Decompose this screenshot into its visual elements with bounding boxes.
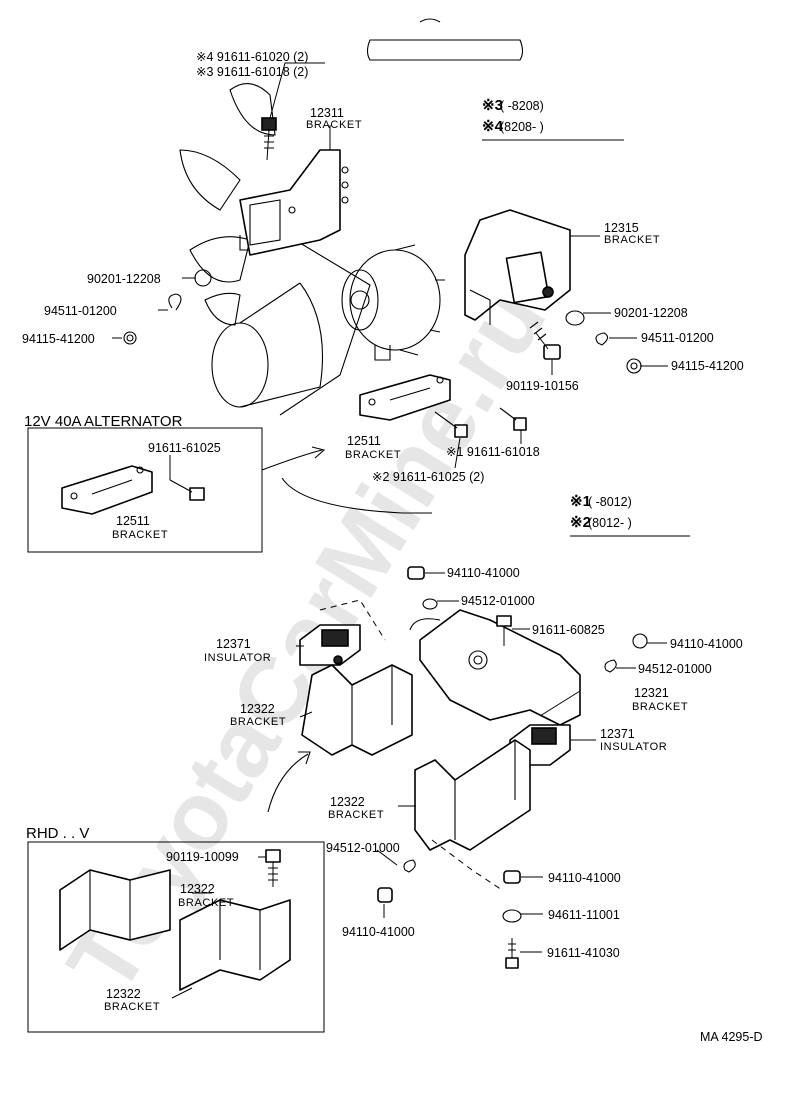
label-insulator-left-name: INSULATOR: [204, 652, 271, 664]
rhd-bracket-1-shape: [59, 869, 171, 951]
label-washer-94512-low: 94512-01000: [326, 841, 400, 855]
label-bracket-12322a-no: 12322: [240, 702, 275, 716]
label-bolt-41030: 91611-41030: [547, 946, 620, 960]
alternator-arrow: [261, 449, 323, 471]
label-nut-94110-low: 94110-41000: [342, 925, 415, 939]
label-rhd-bracket1-name: BRACKET: [178, 897, 234, 909]
dashed-link-bottom: [431, 839, 503, 891]
label-bolt-mark2: ※2 91611-61025 (2): [372, 470, 484, 484]
bracket-12511-shape: [359, 374, 451, 421]
alternator-box: [27, 427, 263, 553]
leader-lines: [112, 62, 668, 999]
label-alt-bracket-no: 12511: [116, 514, 150, 528]
label-nut-94110-bottom: 94110-41000: [548, 871, 621, 885]
label-rhd-bolt: 90119-10099: [166, 850, 239, 864]
label-washer-left: 90201-12208: [87, 272, 161, 286]
rhd-box-title: RHD . . V: [26, 825, 89, 842]
note-3-mark: ※3: [482, 97, 503, 114]
label-bracket-12315-name: BRACKET: [604, 234, 660, 246]
note-4-mark: ※4: [482, 118, 504, 135]
note-3-text: ( -8208): [500, 99, 544, 113]
label-washer-94512-top: 94512-01000: [461, 594, 535, 608]
alt-bracket-12511-shape: [61, 465, 153, 515]
bracket-12311-shape: [239, 149, 349, 256]
label-bracket-12315-no: 12315: [604, 221, 639, 235]
engine-outline: [179, 18, 524, 416]
rhd-bolt-icon: [265, 849, 281, 887]
note-2-mark: ※2: [570, 514, 591, 531]
label-rhd-bracket2-name: BRACKET: [104, 1001, 160, 1013]
alternator-box-title: 12V 40A ALTERNATOR: [24, 413, 183, 430]
label-bolt-60825: 91611-60825: [532, 623, 605, 637]
alternator-arrow-head: [311, 446, 326, 459]
label-nut-left: 94115-41200: [22, 332, 95, 346]
label-bracket-12322a-name: BRACKET: [230, 716, 286, 728]
bracket-12315-shape: [464, 209, 571, 325]
label-bolt-mark1: ※1 91611-61018: [446, 445, 540, 459]
label-rhd-bracket2-no: 12322: [106, 987, 141, 1001]
label-bolt-top-3: ※3 91611-61018 (2): [196, 65, 308, 79]
insulator-left-shape: [299, 624, 361, 666]
dashed-link-top: [319, 599, 386, 641]
figure-code: MA 4295-D: [700, 1030, 763, 1044]
label-insulator-right-no: 12371: [600, 727, 635, 741]
rhd-arrow-head: [298, 751, 311, 765]
label-nut-right: 94115-41200: [671, 359, 744, 373]
hardware-lower-icons: [377, 859, 522, 969]
label-bolt-90119: 90119-10156: [506, 379, 579, 393]
label-bracket-12322b-no: 12322: [330, 795, 365, 809]
bolt-90119-icon: [529, 321, 561, 360]
note-1-text: ( -8012): [588, 495, 632, 509]
notes-34: ※3 ( -8208) ※4 (8208- ): [482, 97, 624, 141]
rhd-box: [27, 841, 325, 1033]
alt-bolt-icon: [169, 479, 205, 501]
label-lockwasher-left: 94511-01200: [44, 304, 117, 318]
label-bracket-12311-no: 12311: [310, 106, 344, 120]
label-rhd-bracket1-no: 12322: [180, 882, 215, 896]
bracket-12322-upper-shape: [301, 664, 413, 756]
label-washer-right: 90201-12208: [614, 306, 688, 320]
bolt-60825-icon: [496, 615, 512, 646]
bolt-top-icon: [261, 117, 277, 161]
label-washer-94512-right: 94512-01000: [638, 662, 712, 676]
connector-curve: [281, 477, 432, 514]
bracket-12322-lower-shape: [414, 739, 531, 851]
callout-labels: ※4 91611-61020 (2) ※3 91611-61018 (2) 12…: [22, 50, 763, 1044]
label-nut-94110-right: 94110-41000: [670, 637, 743, 651]
hardware-right-icons: [565, 310, 642, 374]
label-washer-94611: 94611-11001: [548, 908, 620, 922]
label-bracket-12322b-name: BRACKET: [328, 809, 384, 821]
label-nut-94110-top: 94110-41000: [447, 566, 520, 580]
hardware-middle-top-icons: [407, 566, 648, 673]
label-bracket-12311-name: BRACKET: [306, 119, 362, 131]
label-insulator-left-no: 12371: [216, 637, 251, 651]
rhd-arrow: [267, 753, 309, 813]
label-insulator-right-name: INSULATOR: [600, 741, 667, 753]
label-alt-bolt: 91611-61025: [148, 441, 221, 455]
bracket-12321-shape: [409, 609, 581, 726]
label-bracket-12511-no: 12511: [347, 434, 381, 448]
label-bracket-12321-no: 12321: [634, 686, 669, 700]
label-bracket-12321-name: BRACKET: [632, 701, 688, 713]
notes-12: ※1 ( -8012) ※2 (8012- ): [570, 493, 690, 537]
label-bracket-12511-name: BRACKET: [345, 449, 401, 461]
label-alt-bracket-name: BRACKET: [112, 529, 168, 541]
note-4-text: (8208- ): [500, 120, 544, 134]
hardware-left-icons: [123, 269, 212, 345]
note-1-mark: ※1: [570, 493, 591, 510]
note-2-text: (8012- ): [588, 516, 632, 530]
rhd-bracket-2-shape: [179, 899, 291, 991]
bolt-12511-icons: [434, 407, 527, 438]
label-bolt-top-4: ※4 91611-61020 (2): [196, 50, 308, 64]
label-lockwasher-right: 94511-01200: [641, 331, 714, 345]
